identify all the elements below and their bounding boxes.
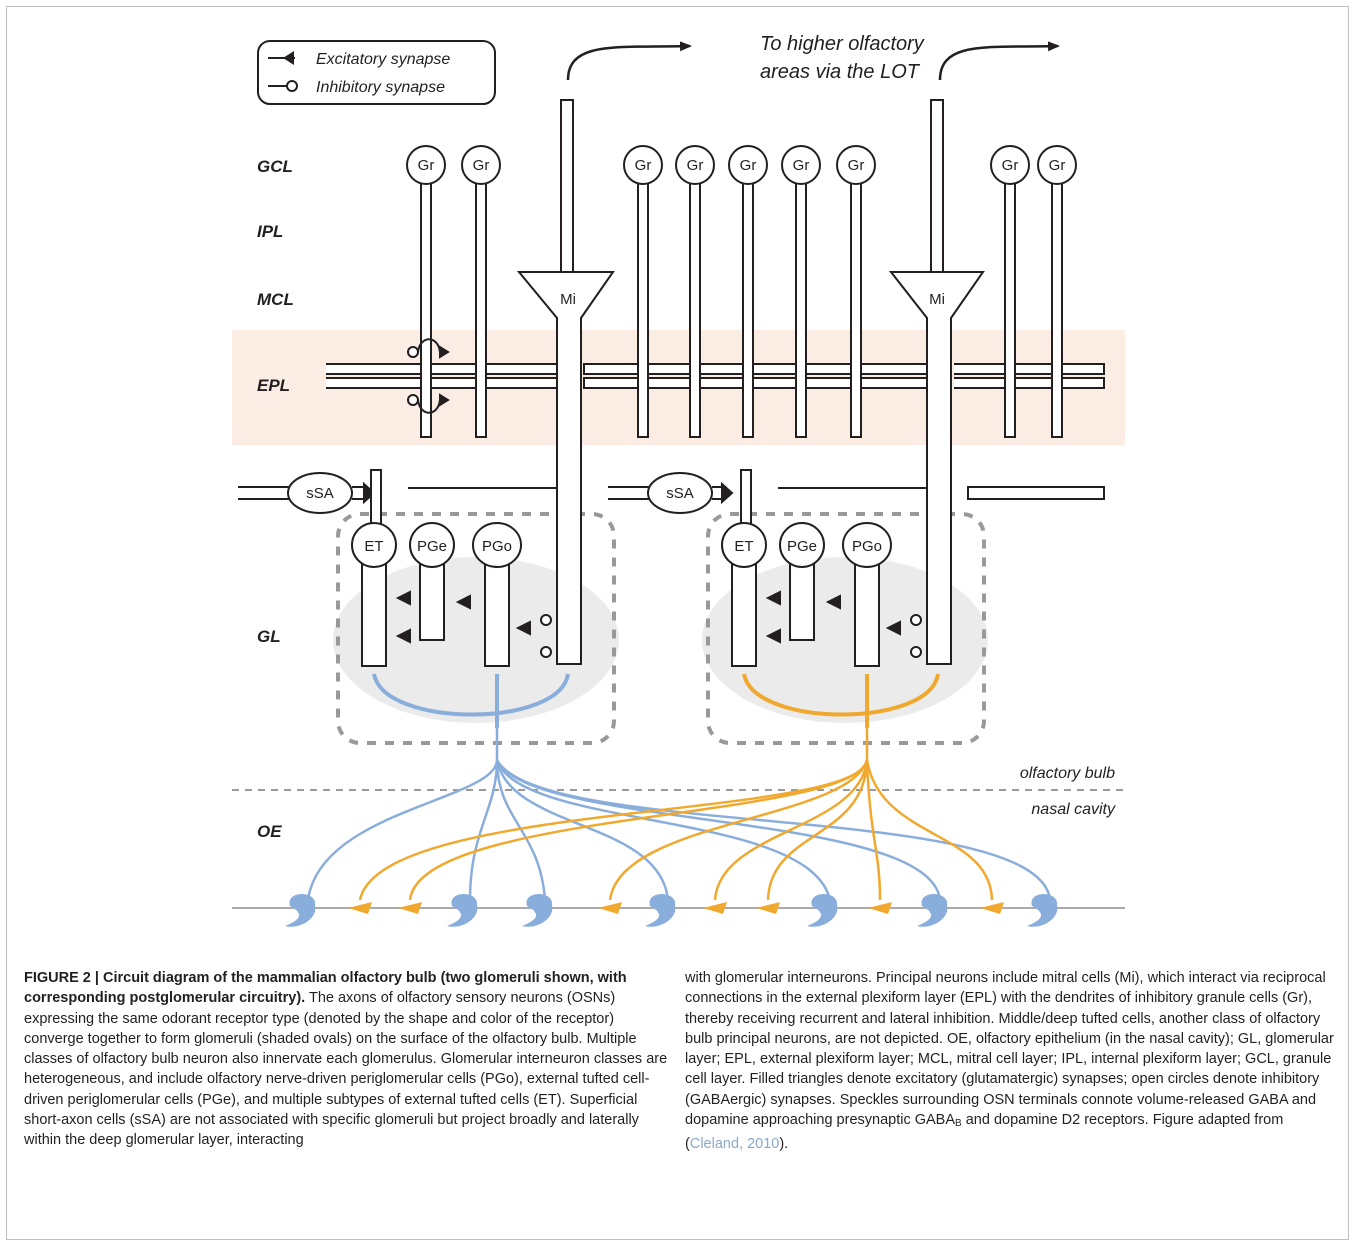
receptor-icon <box>980 902 1004 914</box>
svg-text:Gr: Gr <box>1049 157 1066 174</box>
granule-cell: Gr <box>1037 145 1077 438</box>
module-box-right <box>706 512 986 745</box>
granule-cell: Gr <box>675 145 715 438</box>
layer-label-oe: OE <box>257 822 282 841</box>
osn-receptors-blue <box>285 894 1058 927</box>
osn-axons-orange <box>358 728 994 901</box>
svg-text:PGo: PGo <box>482 538 512 555</box>
receptor-icon <box>703 902 727 914</box>
caption-left-body: The axons of olfactory sensory neurons (… <box>24 990 668 1149</box>
osn-terminal-arc-left <box>372 673 570 728</box>
caption-left-column: FIGURE 2 | Circuit diagram of the mammal… <box>24 968 674 1151</box>
mitral-label: Mi <box>929 291 945 308</box>
ssa-cell-left: sSA <box>238 472 376 514</box>
svg-text:Gr: Gr <box>793 157 810 174</box>
svg-text:ET: ET <box>734 538 753 555</box>
mitral-label: Mi <box>560 291 576 308</box>
granule-cell: Gr <box>623 145 663 438</box>
lot-arrow-left <box>566 41 692 81</box>
receptor-icon <box>645 894 676 927</box>
figure-frame <box>6 6 1349 1240</box>
svg-text:PGo: PGo <box>852 538 882 555</box>
osn-receptors-orange <box>348 902 1004 914</box>
receptor-icon <box>522 894 553 927</box>
svg-text:PGe: PGe <box>787 538 817 555</box>
granule-cell: Gr <box>461 145 501 438</box>
excitatory-synapse-icon <box>283 51 294 65</box>
osn-axons-blue <box>306 728 1052 901</box>
module-box-left <box>336 512 616 745</box>
receptor-icon <box>868 902 892 914</box>
granule-cell: Gr <box>836 145 876 438</box>
svg-text:Gr: Gr <box>473 157 490 174</box>
osn-terminal-arc-right <box>742 673 940 728</box>
svg-text:ET: ET <box>364 538 383 555</box>
receptor-icon <box>285 894 316 927</box>
receptor-icon <box>807 894 838 927</box>
receptor-icon <box>598 902 622 914</box>
mitral-cell-right: Mi <box>888 99 985 665</box>
receptor-icon <box>447 894 478 927</box>
layer-label-mcl: MCL <box>257 290 294 309</box>
reciprocal-synapses <box>407 338 450 414</box>
glomerular-interneurons-left: ET PGe PGo <box>351 469 556 667</box>
layer-label-gl: GL <box>257 627 281 646</box>
legend: Excitatory synapse Inhibitory synapse <box>257 40 496 105</box>
inhibitory-synapse-icon <box>286 80 298 92</box>
svg-text:Gr: Gr <box>740 157 757 174</box>
legend-excitatory-label: Excitatory synapse <box>316 51 450 68</box>
circuit-diagram: Excitatory synapse Inhibitory synapse To… <box>232 33 1125 927</box>
svg-text:sSA: sSA <box>666 485 694 502</box>
svg-text:Gr: Gr <box>687 157 704 174</box>
layer-label-ipl: IPL <box>257 222 283 241</box>
granule-cell: Gr <box>728 145 768 438</box>
svg-text:Gr: Gr <box>635 157 652 174</box>
legend-inhibitory-label: Inhibitory synapse <box>316 79 445 96</box>
nasal-cavity-label: nasal cavity <box>1031 801 1116 818</box>
receptor-icon <box>398 902 422 914</box>
caption-right-body-2: and dopamine D2 receptors. Figure adapte… <box>685 1112 1284 1153</box>
receptor-icon <box>756 902 780 914</box>
svg-text:sSA: sSA <box>306 485 334 502</box>
olfactory-bulb-label: olfactory bulb <box>1020 765 1115 782</box>
ssa-axon-far-right <box>967 486 1105 500</box>
glomerular-interneurons-right: ET PGe PGo <box>721 469 926 667</box>
svg-text:Gr: Gr <box>848 157 865 174</box>
svg-text:Gr: Gr <box>418 157 435 174</box>
svg-text:PGe: PGe <box>417 538 447 555</box>
caption-reference-link[interactable]: Cleland, 2010 <box>689 1136 780 1153</box>
receptor-icon <box>917 894 948 927</box>
receptor-icon <box>1027 894 1058 927</box>
svg-text:Gr: Gr <box>1002 157 1019 174</box>
caption-title: FIGURE 2 | Circuit diagram of the mammal… <box>24 970 627 1007</box>
caption-right-column: with glomerular interneurons. Principal … <box>685 968 1340 1155</box>
lot-label-line1: To higher olfactory <box>760 33 925 55</box>
granule-cells[interactable]: Gr Gr Gr Gr Gr Gr Gr Gr Gr <box>406 145 1077 438</box>
ssa-cell-right: sSA <box>608 472 734 514</box>
lot-arrow-right <box>938 41 1060 81</box>
mitral-lateral-dendrites <box>326 363 1105 389</box>
granule-cell: Gr <box>781 145 821 438</box>
glomerular-synapses <box>395 590 922 658</box>
reciprocal-synapse-pair <box>407 338 450 414</box>
granule-cell: Gr <box>990 145 1030 438</box>
caption-subscript: B <box>955 1118 962 1130</box>
caption-right-body-3: ). <box>779 1136 789 1153</box>
mitral-cell-left: Mi <box>516 99 615 665</box>
receptor-icon <box>348 902 372 914</box>
layer-label-gcl: GCL <box>257 157 293 176</box>
lot-label-line2: areas via the LOT <box>760 61 921 83</box>
granule-cell: Gr <box>406 145 446 438</box>
layer-label-epl: EPL <box>257 376 290 395</box>
caption-right-body: with glomerular interneurons. Principal … <box>685 970 1334 1129</box>
